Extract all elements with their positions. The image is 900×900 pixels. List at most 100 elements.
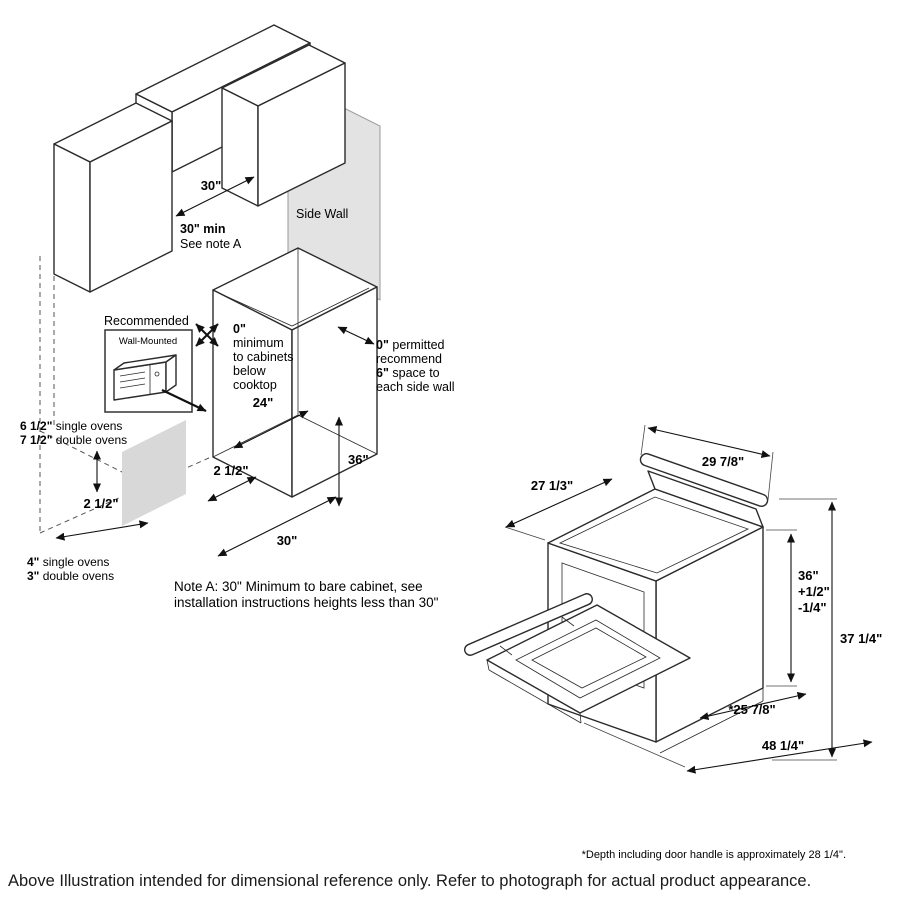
dim-height-minus-label: -1/4" [798,600,827,615]
dim-cooktop-depth-label: 27 1/3" [531,478,573,493]
dim-24-arrow [233,410,309,449]
left-cabinet-front [89,120,173,293]
dim-depth-arrow [699,691,807,721]
zero-min-line4: below [233,364,267,378]
dim-36-label: 36" [348,452,369,467]
see-note-label: See note A [180,237,242,251]
backguard-rail [639,453,769,507]
oven-gap-double-number: 7 1/2" [20,433,52,447]
product-diagram: 29 7/8" 27 1/3" 36" +1/2" -1/4" 37 1/4" … [464,424,882,774]
dim-open-depth-arrow [686,739,873,774]
right-cabinet-side [221,87,259,207]
ext-width-left [640,424,646,456]
opening-min-height-label: 30" min [180,222,226,236]
ext-open-depth-left [583,722,686,768]
toe-gap-double-number: 3" [27,569,39,583]
upper-cabinets [53,24,346,293]
microwave-vent-3 [119,383,146,389]
oven-gap-single-number: 6 1/2" [20,419,52,433]
side-clearance-line2: recommend [376,352,442,366]
cooktop-inner-edge [558,496,750,574]
side-wall-label: Side Wall [296,207,348,221]
toe-gap-single-number: 4" [27,555,39,569]
side-clearance-permitted: permitted [389,338,445,352]
door-thickness-left [486,659,490,671]
dim-opening-width-label: 30" [201,178,222,193]
dim-30-bottom-arrow [217,496,337,557]
oven-gap-line1: 6 1/2" single ovens [20,419,122,433]
door-thickness-right [579,712,582,724]
ext-cooktop-depth [504,526,546,541]
oven-gap-single-text: single ovens [52,419,122,433]
oven-door-open [464,593,691,724]
side-clearance-line1: 0" permitted [376,338,445,352]
handle-post-left [499,645,513,656]
inset-pointer-arrow [161,389,207,412]
dim-height-plus-label: +1/2" [798,584,830,599]
zero-min-line2: minimum [233,336,284,350]
toe-gap-line1: 4" single ovens [27,555,109,569]
side-clearance-line3: 6" space to [376,366,440,380]
starburst-line-2 [195,323,219,347]
zero-min-number: 0" [233,322,246,336]
door-outer [486,604,691,714]
dim-24-label: 24" [253,395,274,410]
dim-depth-label: *25 7/8" [728,702,775,717]
wall-mounted-label: Wall-Mounted [119,336,177,347]
oven-gap-line2: 7 1/2" double ovens [20,433,127,447]
microwave-vent-2 [119,377,146,383]
countertop-inner-edge [220,287,370,327]
dashed-depth-line [39,430,123,473]
ext-width-right [767,451,774,501]
microwave-dial [154,371,160,377]
handle-post-right [561,616,575,627]
note-a-line1: Note A: 30" Minimum to bare cabinet, see [174,579,423,594]
dim-2half-upper-label: 2 1/2" [213,463,248,478]
backguard-front [647,470,764,528]
door-handle-bar [464,593,593,656]
dim-overall-height-label: 37 1/4" [840,631,882,646]
oven-gap-double-text: double ovens [52,433,127,447]
range-body [547,453,769,754]
side-clearance-text-block: 0" permitted recommend 6" space to each … [376,338,455,394]
dim-2half-lower-label: 2 1/2" [83,496,118,511]
microwave-side [165,354,177,393]
installation-diagram: 30" 30" min See note A Side Wall Recomme… [20,24,455,610]
dim-30-bottom-label: 30" [277,533,298,548]
door-window-outer [515,619,661,699]
left-cabinet-side [53,143,91,293]
microwave-vent-1 [119,371,146,377]
dim-36-height-label: 36" [798,568,819,583]
side-clearance-six: 6" [376,366,389,380]
note-a-line2: installation instructions heights less t… [174,595,439,610]
door-thickness-bottom [488,669,582,724]
dim-width-arrow [647,426,771,458]
height-tolerance-block: 36" +1/2" -1/4" [798,568,830,615]
dim-2half-lower-arrow [55,520,149,541]
dim-sidewall-gap-arrow [337,326,375,345]
toe-gap-text-block: 4" single ovens 3" double ovens [27,555,114,583]
dim-open-depth-label: 48 1/4" [762,738,804,753]
toe-gap-double-text: double ovens [39,569,114,583]
zero-min-line5: cooktop [233,378,277,392]
disclaimer-text: Above Illustration intended for dimensio… [8,872,812,890]
recommended-label: Recommended [104,314,189,328]
oven-gap-text-block: 6 1/2" single ovens 7 1/2" double ovens [20,419,127,447]
dim-2half-upper-arrow [207,476,257,502]
toe-gap-single-text: single ovens [39,555,109,569]
zero-min-text-block: 0" minimum to cabinets below cooktop [233,322,293,392]
side-clearance-space: space to [389,366,440,380]
toe-gap-line2: 3" double ovens [27,569,114,583]
side-clearance-zero: 0" [376,338,389,352]
zero-min-line3: to cabinets [233,350,293,364]
dim-cooktop-depth-arrow [505,478,613,528]
dim-width-label: 29 7/8" [702,454,744,469]
clearance-shaded-patch [122,420,186,526]
right-cabinet-front [257,62,346,207]
dim-opening-width-arrow [175,176,255,217]
depth-footnote: *Depth including door handle is approxim… [581,849,846,861]
microwave-inset [104,329,207,413]
side-clearance-line4: each side wall [376,380,455,394]
